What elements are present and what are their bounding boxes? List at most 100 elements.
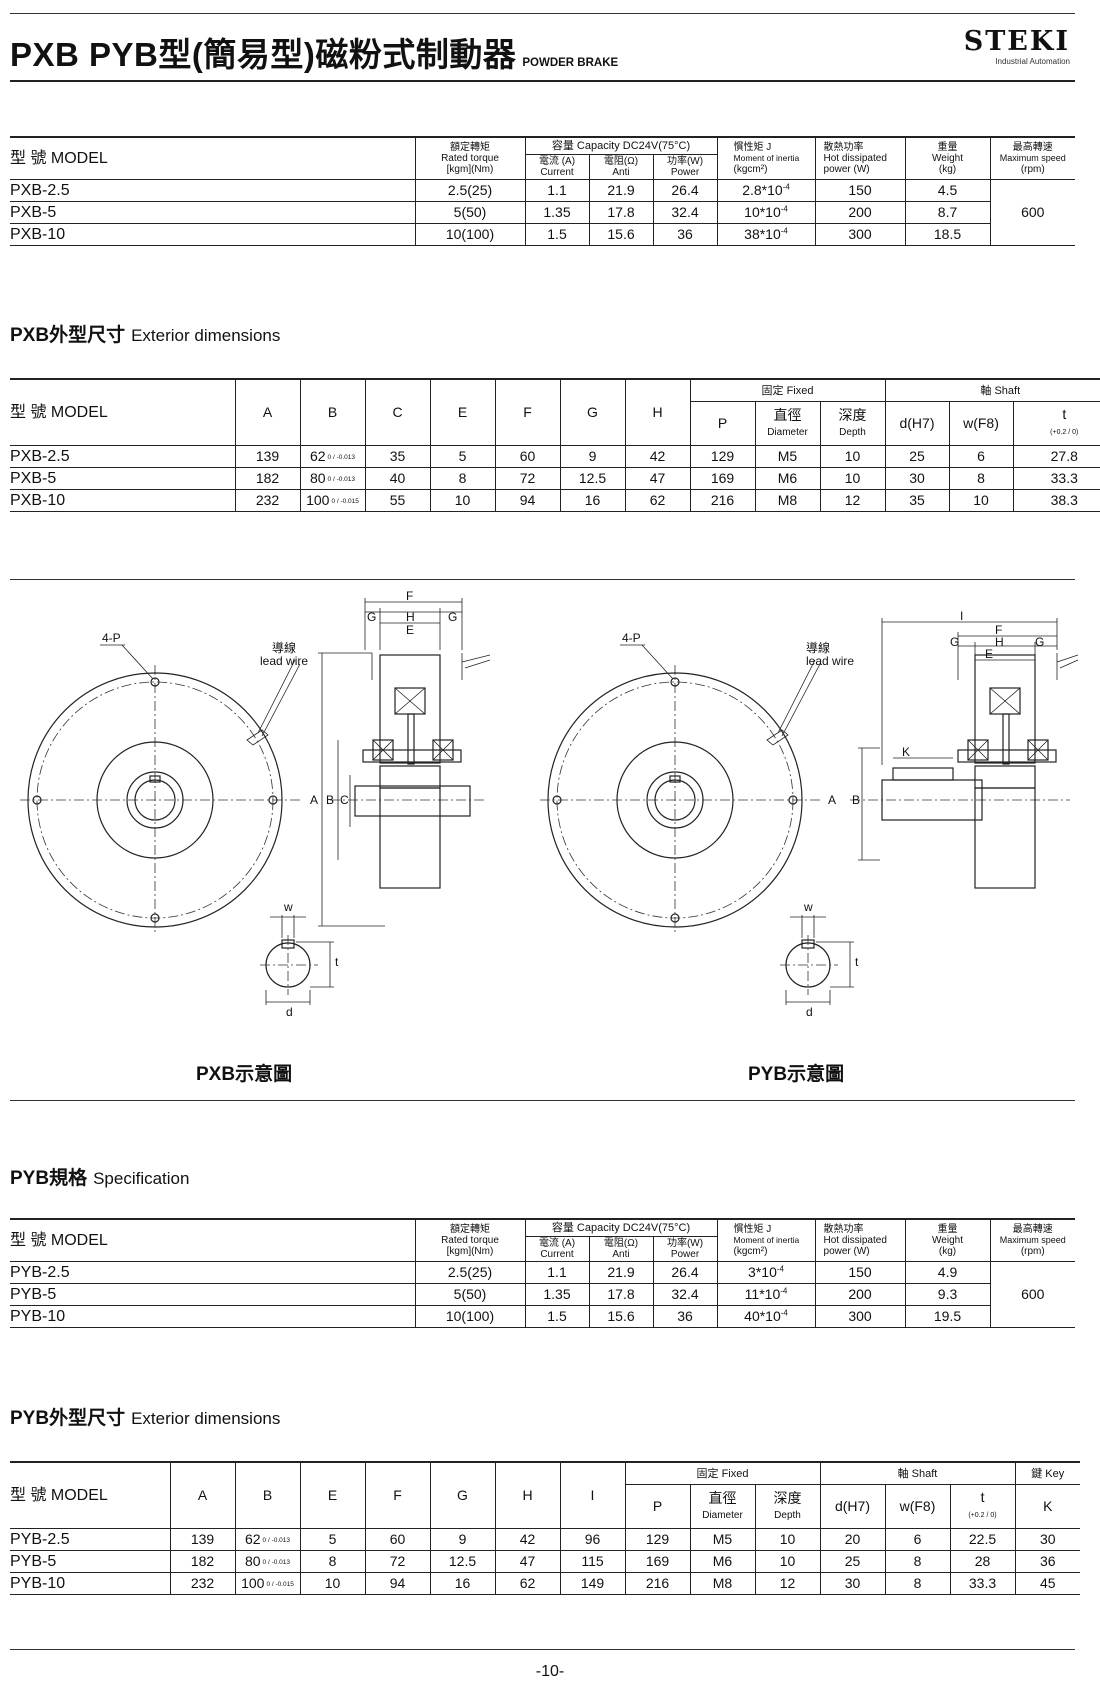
top-rule: [10, 13, 1075, 14]
a-cell: 182: [169, 1550, 235, 1573]
model-cell: PXB-5: [10, 204, 57, 221]
capacity-header: 容量 Capacity DC24V(75°C): [524, 136, 718, 155]
p-cell: 169: [624, 1550, 690, 1573]
label-4p: 4-P: [102, 631, 121, 645]
label-g-left: G: [950, 635, 959, 649]
e-cell: 10: [429, 489, 495, 512]
table-row: PYB-10 10(100) 1.5 15.6 36 40*10-4 300 1…: [10, 1305, 1076, 1328]
capacity-header: 容量 Capacity DC24V(75°C): [524, 1218, 718, 1237]
col-p-header: P: [624, 1484, 690, 1529]
torque-cell: 5(50): [414, 1283, 525, 1306]
pxb-dim-table: 型 號 MODEL A B C E F G H 固定 Fixed 軸 Shaft…: [10, 378, 1100, 512]
inertia-cell: 40*10-4: [716, 1305, 816, 1328]
current-cell: 1.1: [524, 179, 589, 202]
t-cell: 33.3: [1012, 467, 1100, 490]
label-h: H: [995, 635, 1004, 649]
label-e: E: [406, 623, 414, 637]
label-g-right: G: [448, 610, 457, 624]
h-cell: 47: [624, 467, 690, 490]
col-b-header: B: [299, 378, 365, 446]
label-t: t: [335, 955, 339, 969]
label-e: E: [985, 647, 993, 661]
inertia-cell: 2.8*10-4: [716, 179, 816, 202]
g-cell: 16: [429, 1572, 495, 1595]
header-rule: [10, 80, 1075, 82]
h-cell: 42: [624, 445, 690, 468]
model-cell: PXB-10: [10, 489, 235, 512]
h-cell: 62: [494, 1572, 560, 1595]
inertia-cell: 10*10-4: [716, 201, 816, 224]
label-w: w: [803, 900, 813, 914]
col-h-header: H: [494, 1461, 560, 1529]
label-b: B: [852, 793, 860, 807]
t-cell: 22.5: [949, 1528, 1016, 1551]
inertia-cell: 3*10-4: [716, 1261, 816, 1284]
current-header: 電流 (A)Current: [524, 154, 589, 180]
col-f-header: F: [364, 1461, 430, 1529]
k-cell: 45: [1014, 1572, 1081, 1595]
anti-cell: 21.9: [588, 1261, 653, 1284]
current-cell: 1.35: [524, 201, 589, 224]
f-cell: 72: [364, 1550, 430, 1573]
label-a: A: [310, 793, 318, 807]
anti-cell: 17.8: [588, 201, 653, 224]
table-row: PXB-10 10(100) 1.5 15.6 36 38*10-4 300 1…: [10, 223, 1076, 246]
label-c: C: [340, 793, 349, 807]
power-cell: 36: [652, 1305, 718, 1328]
brake-diagrams: .ln{stroke:#222;stroke-width:1.2;fill:no…: [20, 590, 1079, 1019]
label-lead-cn: 導線: [272, 640, 296, 655]
anti-cell: 15.6: [588, 223, 653, 246]
label-k: K: [902, 745, 910, 759]
inertia-cell: 11*10-4: [716, 1283, 816, 1306]
p-cell: 129: [689, 445, 755, 468]
power-cell: 32.4: [652, 1283, 718, 1306]
power-cell: 32.4: [652, 201, 718, 224]
model-cell: PXB-2.5: [10, 182, 70, 199]
inertia-cell: 38*10-4: [716, 223, 816, 246]
i-cell: 115: [559, 1550, 625, 1573]
heat-cell: 200: [814, 201, 906, 224]
w-cell: 6: [948, 445, 1013, 468]
current-cell: 1.5: [524, 223, 589, 246]
label-g-right: G: [1035, 635, 1044, 649]
col-d-header: d(H7): [819, 1484, 885, 1529]
i-cell: 96: [559, 1528, 625, 1551]
col-h-header: H: [624, 378, 690, 446]
g-cell: 12.5: [429, 1550, 495, 1573]
table-subheader-row: 電流 (A)Current 電阻(Ω)Anti 功率(W)Power: [10, 1236, 1075, 1262]
pxb-shaft-detail: [260, 915, 334, 1005]
table-row: PXB-5 5(50) 1.35 17.8 32.4 10*10-4 200 8…: [10, 201, 1076, 224]
label-4p: 4-P: [622, 631, 641, 645]
label-f: F: [406, 590, 413, 603]
pyb-front-view: [540, 644, 821, 935]
page-number: -10-: [535, 1663, 565, 1680]
t-cell: 33.3: [949, 1572, 1016, 1595]
col-a-header: A: [234, 378, 300, 446]
f-cell: 60: [494, 445, 560, 468]
table-row: PYB-2.5 2.5(25) 1.1 21.9 26.4 3*10-4 150…: [10, 1261, 1076, 1328]
torque-cell: 10(100): [414, 223, 525, 246]
heat-cell: 150: [814, 179, 906, 202]
pyb-side-view: [850, 618, 1079, 889]
col-e-header: E: [299, 1461, 365, 1529]
c-cell: 40: [364, 467, 430, 490]
key-header: 鍵 Key: [1014, 1461, 1081, 1485]
d-cell: 25: [884, 445, 949, 468]
col-b-header: B: [234, 1461, 300, 1529]
model-cell: PYB-10: [10, 1572, 170, 1595]
max-speed-cell: 600: [989, 179, 1076, 246]
logo-subtitle: Industrial Automation: [995, 57, 1070, 66]
diagram-bottom-rule: [10, 1100, 1075, 1101]
table-row: PYB-5 5(50) 1.35 17.8 32.4 11*10-4 200 9…: [10, 1283, 1076, 1306]
label-t: t: [855, 955, 859, 969]
